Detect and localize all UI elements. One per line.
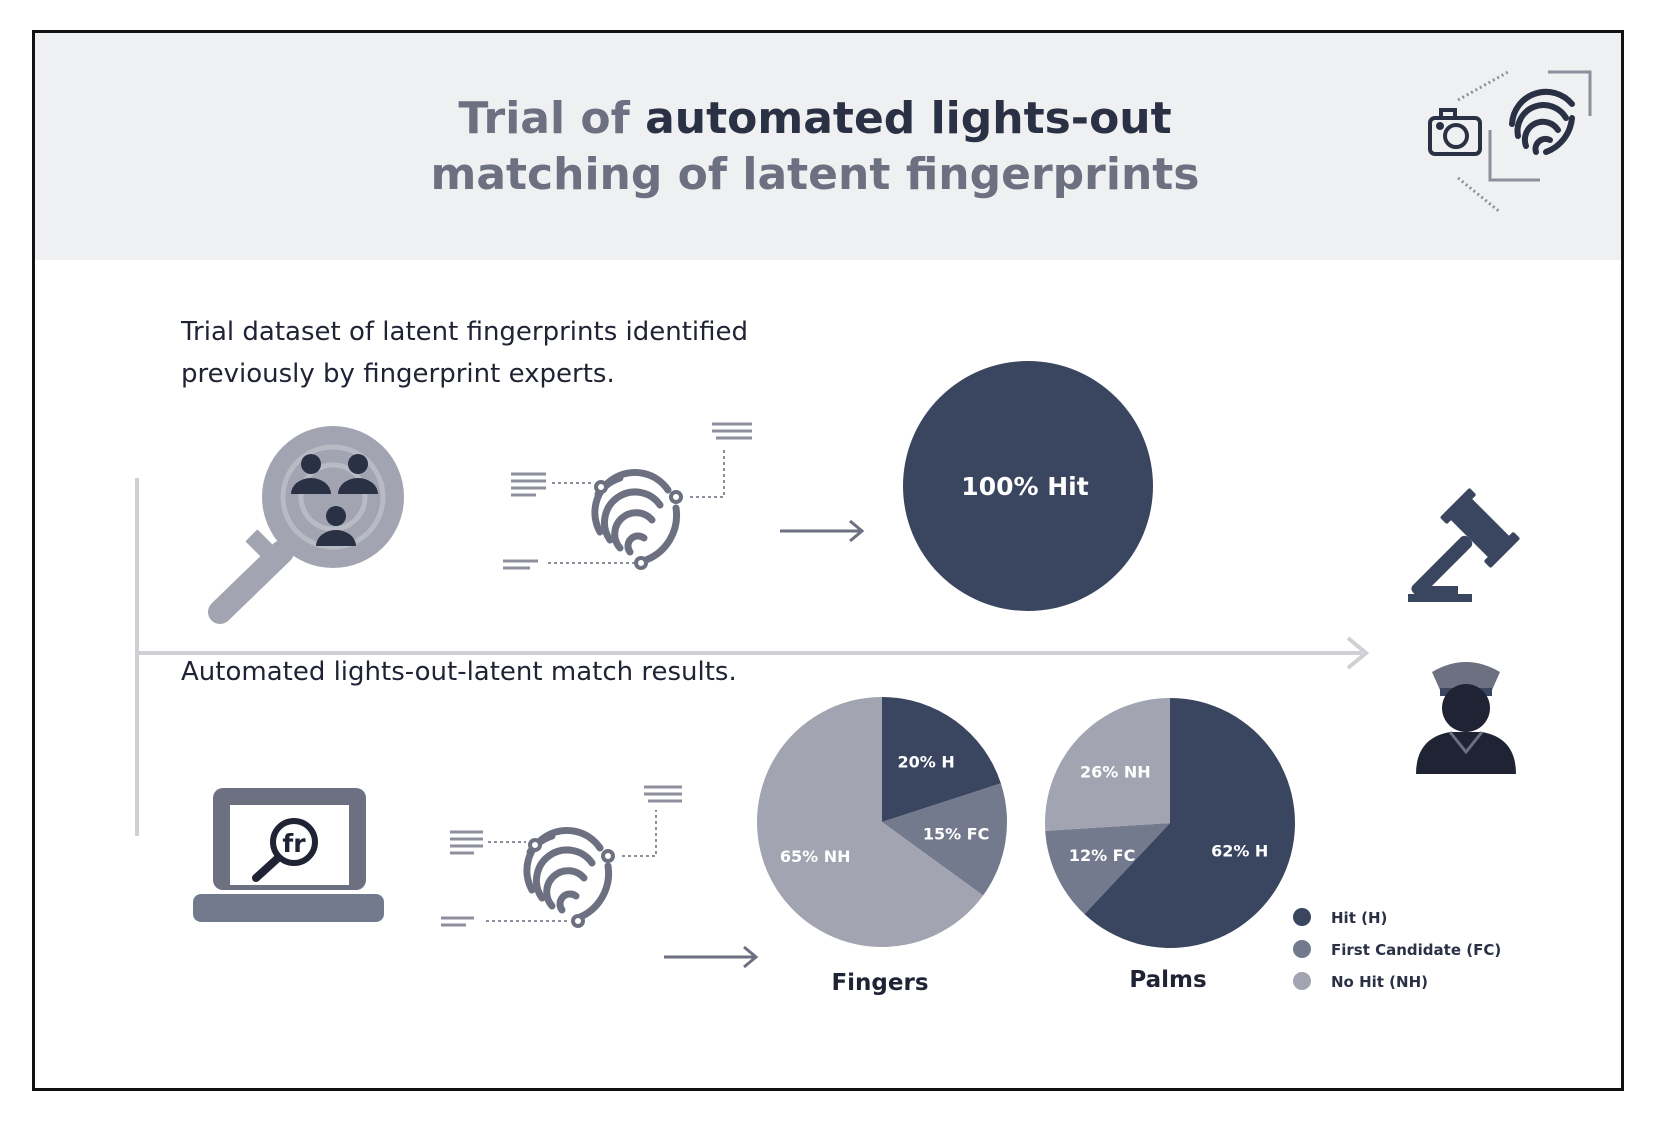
arrow-right-icon (664, 945, 759, 969)
pie-label: 20% H (897, 752, 954, 771)
fingerprint-icon (1509, 88, 1575, 155)
legend-swatch (1293, 972, 1311, 990)
police-officer-icon (1416, 662, 1516, 774)
legend-swatch (1293, 940, 1311, 958)
pie-slice-first-candidate-fc (882, 783, 1007, 896)
camera-icon (1428, 108, 1482, 156)
timeline (135, 478, 1370, 836)
pie-slice-no-hit-nh (757, 697, 984, 948)
header-band: Trial of automated lights-out matching o… (35, 33, 1621, 260)
fingers-pie-chart: 20% H 15% FC 65% NH (757, 697, 1007, 948)
pie-label: 26% NH (1080, 763, 1151, 782)
arrow-right-icon (780, 519, 865, 543)
laptop-icon: fr (193, 788, 384, 922)
pie-slice-hit-h (882, 697, 1001, 822)
pie-label: 65% NH (780, 847, 851, 866)
magnifier-people-icon (208, 426, 404, 624)
header-frame-lines (1457, 70, 1592, 214)
palms-pie-title: Palms (1129, 967, 1206, 993)
fingerprint-icon (441, 785, 682, 928)
pie-slice-hit (903, 361, 1153, 611)
top-heading-line-1: Trial dataset of latent fingerprints ide… (181, 317, 749, 347)
legend-label: No Hit (NH) (1331, 973, 1428, 991)
gavel-icon (1408, 488, 1520, 602)
bottom-section-heading: Automated lights-out-latent match result… (181, 657, 737, 687)
pie-slice-hit-h (1084, 698, 1295, 948)
legend-label: First Candidate (FC) (1331, 941, 1501, 959)
pie-slice-first-candidate-fc (1045, 823, 1170, 915)
title-part-3: matching of latent fingerprints (430, 149, 1200, 200)
pie-slice-no-hit-nh (1045, 698, 1170, 831)
title-part-1: Trial of (458, 93, 630, 144)
top-section-heading: Trial dataset of latent fingerprints ide… (181, 311, 748, 395)
pie-label: 62% H (1211, 842, 1268, 861)
title-part-2: automated lights-out (645, 93, 1172, 144)
legend: Hit (H) First Candidate (FC) No Hit (NH) (1293, 908, 1501, 991)
legend-label: Hit (H) (1331, 909, 1387, 927)
top-pie-chart: 100% Hit (903, 361, 1153, 611)
pie-label: 15% FC (923, 825, 990, 844)
pie-label-100-hit: 100% Hit (961, 472, 1088, 501)
palms-pie-chart: 62% H 12% FC 26% NH (1045, 698, 1295, 948)
fingers-pie-title: Fingers (831, 970, 928, 996)
page-title: Trial of automated lights-out matching o… (335, 91, 1295, 203)
laptop-logo-text: fr (282, 829, 306, 858)
top-heading-line-2: previously by fingerprint experts. (181, 359, 615, 389)
legend-swatch (1293, 908, 1311, 926)
fingerprint-icon (503, 422, 752, 570)
pie-label: 12% FC (1069, 846, 1136, 865)
